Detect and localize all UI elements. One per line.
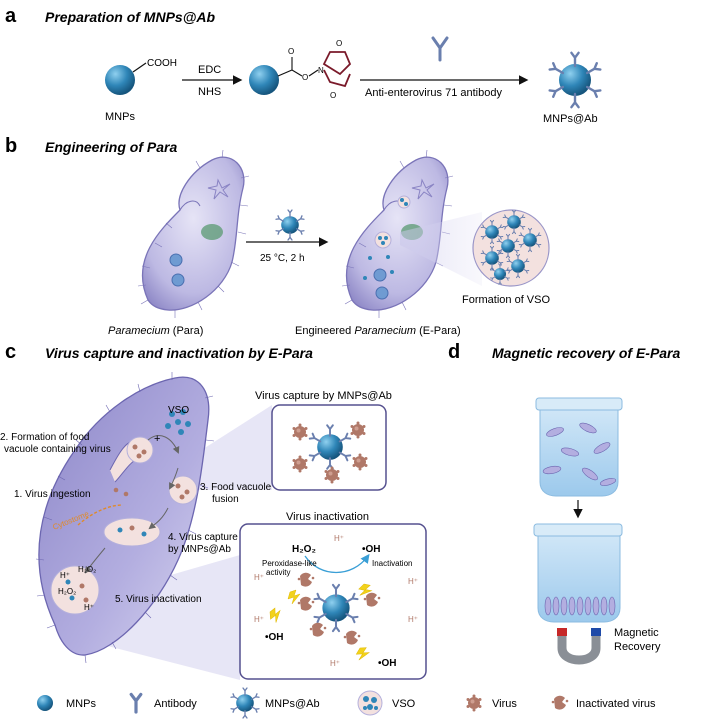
h2o2-label: H₂O₂ (292, 544, 316, 555)
mnps-ab-label: MNPs@Ab (543, 113, 598, 125)
hplus-box-4: H⁺ (254, 615, 264, 624)
beaker-top (535, 397, 623, 497)
oh-label-bottom: •OH (378, 658, 397, 669)
vso-label-c: VSO (168, 405, 189, 416)
antibody-step-label: Anti-enterovirus 71 antibody (365, 87, 502, 99)
legend-inactivated: Inactivated virus (576, 698, 656, 710)
beaker-bottom (533, 523, 623, 623)
inactivation-label: Inactivation (372, 559, 412, 568)
h2o2-vac-1: H₂O₂ (78, 565, 96, 574)
hplus-box-3: H⁺ (408, 577, 418, 586)
legend-vso: VSO (392, 698, 416, 710)
legend-inactivated-icon (551, 695, 569, 710)
zoom-beam-b (400, 212, 482, 286)
panel-a-letter: a (5, 5, 17, 27)
peroxidase-line1: Peroxidase-like (262, 559, 317, 568)
large-paramecium-cell (35, 372, 215, 664)
para-label: Paramecium (Para) (108, 325, 203, 337)
oh-label-top: •OH (362, 544, 381, 555)
svg-text:O: O (302, 73, 308, 82)
step1-label: 1. Virus ingestion (14, 489, 91, 500)
zoom-beam-inactivation (84, 555, 240, 680)
vso-formation-label: Formation of VSO (462, 294, 550, 306)
mnps-ab-product (550, 53, 601, 107)
step5-label: 5. Virus inactivation (115, 594, 202, 605)
legend-vso-icon (357, 690, 383, 716)
mnps-ab-b (276, 210, 304, 240)
vso-zoom (472, 209, 550, 287)
capture-box (271, 404, 387, 491)
legend-antibody-icon (129, 692, 143, 714)
legend: MNPs Antibody MNPs@Ab VSO Virus Inactiva… (37, 688, 656, 718)
panel-b: b Engineering of Para Paramecium (Para) … (5, 135, 550, 337)
panel-b-title: Engineering of Para (45, 139, 177, 155)
step4-line1: 4. Virus capture (168, 532, 238, 543)
panel-c: c Virus capture and inactivation by E-Pa… (0, 341, 427, 680)
svg-text:O: O (288, 47, 294, 56)
mnps-label: MNPs (105, 111, 135, 123)
peroxidase-line2: activity (266, 568, 290, 577)
panel-d-title: Magnetic recovery of E-Para (492, 345, 681, 361)
inact-box-title: Virus inactivation (286, 511, 369, 523)
hplus-box-6: H⁺ (330, 659, 340, 668)
hplus-box-5: H⁺ (408, 615, 418, 624)
panel-c-title: Virus capture and inactivation by E-Para (45, 345, 313, 361)
svg-text:O: O (330, 91, 336, 100)
oh-label-left: •OH (265, 632, 284, 643)
step2-line2: vacuole containing virus (4, 444, 111, 455)
nhs-label: NHS (198, 86, 221, 98)
hplus-box-1: H⁺ (334, 534, 344, 543)
step2-line1: 2. Formation of food (0, 432, 90, 443)
h2o2-vac-2: H₂O₂ (58, 587, 76, 596)
legend-virus: Virus (492, 698, 517, 710)
legend-antibody: Antibody (154, 698, 197, 710)
svg-text:O: O (336, 39, 342, 48)
magnet-icon (557, 628, 601, 665)
condition-label: 25 °C, 2 h (260, 253, 305, 264)
legend-virus-icon (466, 694, 482, 712)
hplus-box-2: H⁺ (254, 573, 264, 582)
panel-a: a Preparation of MNPs@Ab COOH MNPs EDC N… (5, 5, 600, 125)
panel-a-title: Preparation of MNPs@Ab (45, 9, 215, 25)
paramecium-cell (137, 149, 250, 318)
plus-sign: + (154, 433, 160, 445)
legend-mnps-ab-icon (231, 688, 259, 718)
magnetic-line2: Recovery (614, 641, 661, 653)
capture-box-title: Virus capture by MNPs@Ab (255, 390, 392, 402)
step4-line2: by MNPs@Ab (168, 544, 231, 555)
magnetic-line1: Magnetic (614, 627, 659, 639)
hplus-2: H⁺ (84, 603, 94, 612)
edc-label: EDC (198, 64, 221, 76)
step3-line1: 3. Food vacuole (200, 482, 272, 493)
legend-mnps: MNPs (66, 698, 96, 710)
panel-c-letter: c (5, 341, 16, 363)
panel-d-letter: d (448, 341, 460, 363)
panel-b-letter: b (5, 135, 17, 157)
epara-label: Engineered Paramecium (E-Para) (295, 325, 461, 337)
cooh-label: COOH (147, 58, 177, 69)
hplus-1: H⁺ (60, 571, 70, 580)
legend-mnps-icon (37, 695, 53, 711)
mnp-cooh: COOH (105, 58, 177, 95)
panel-d: d Magnetic recovery of E-Para (448, 341, 681, 665)
antibody-icon (431, 36, 449, 62)
mnp-nhs-ester: O O N O O (249, 39, 352, 100)
step3-line2: fusion (212, 494, 239, 505)
legend-mnps-ab: MNPs@Ab (265, 698, 320, 710)
svg-text:N: N (318, 66, 324, 75)
inactivation-box (239, 523, 427, 680)
